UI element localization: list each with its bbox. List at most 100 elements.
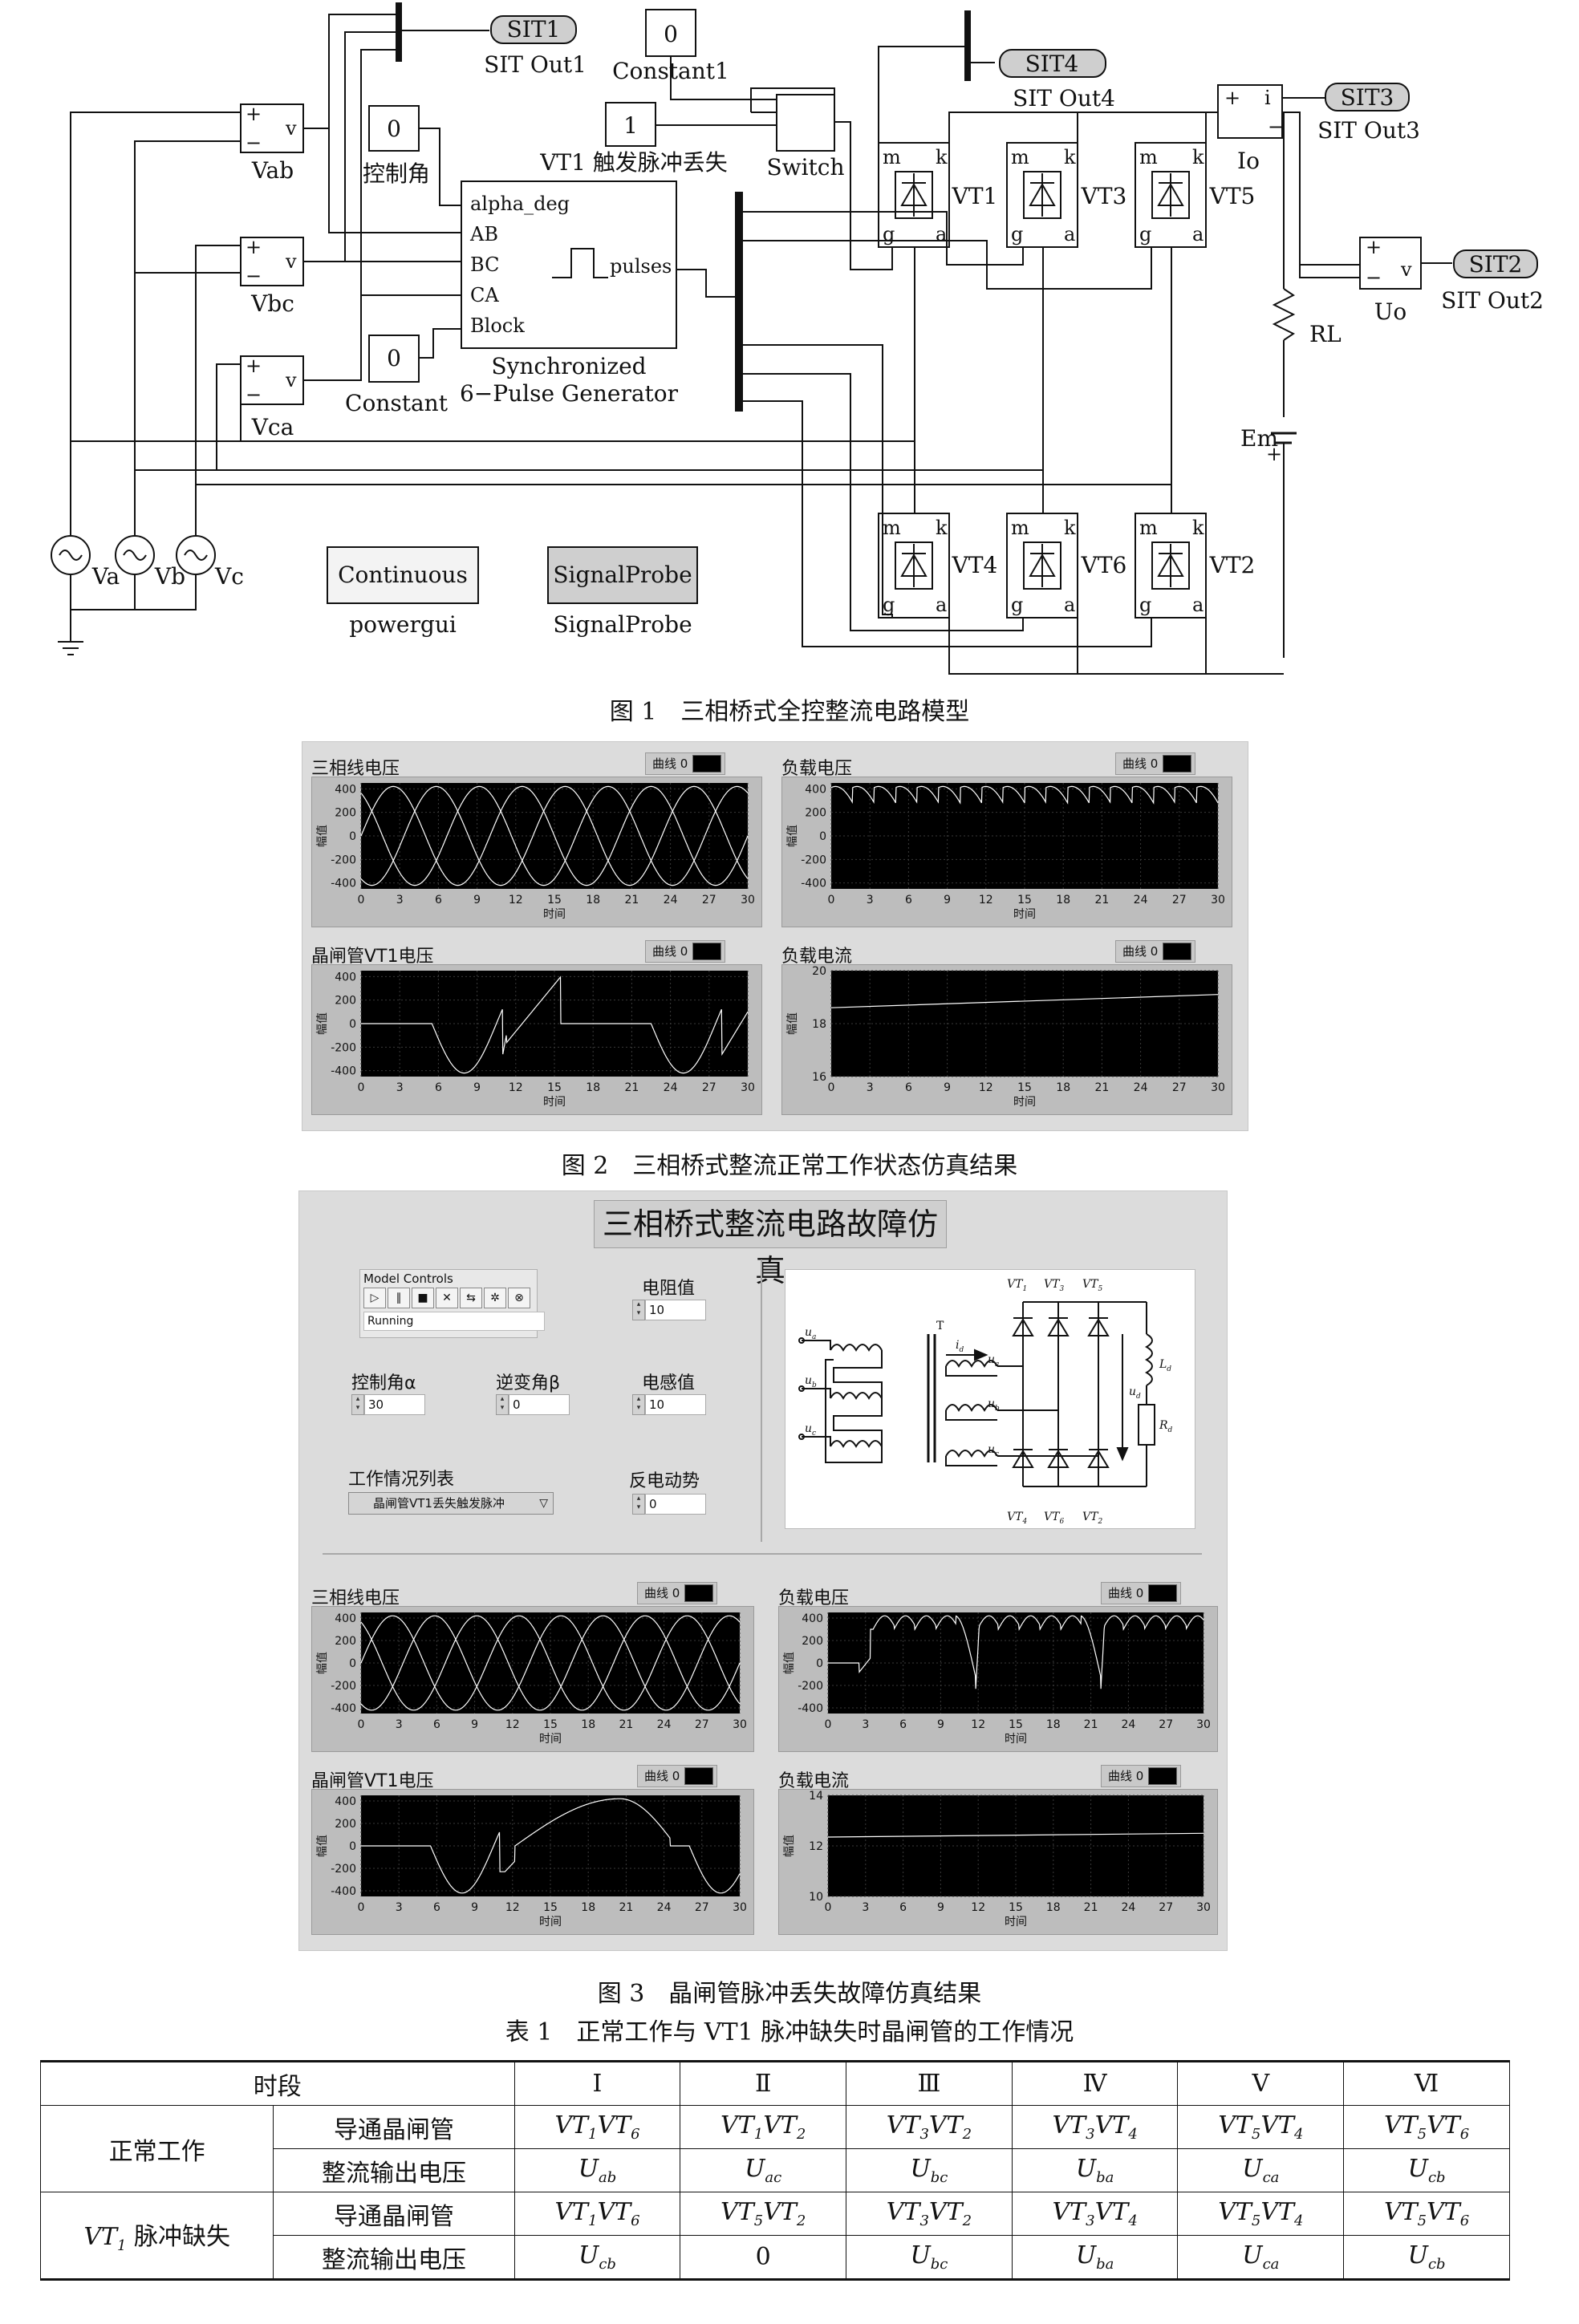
y-axis-label: 幅值: [786, 825, 799, 847]
sit3-port-label: SIT3: [1341, 84, 1394, 111]
graph-legend[interactable]: 曲线 0: [1101, 1765, 1182, 1787]
vt5-pin-a: a: [1192, 223, 1204, 245]
table-cell: Uab: [513, 2148, 681, 2192]
sit2-out-label: SIT Out2: [1441, 287, 1544, 314]
sch-vt6-label: VT: [1044, 1511, 1061, 1523]
sch-rd-sub: d: [1168, 1426, 1173, 1434]
vt6-label: VT6: [1081, 552, 1127, 578]
svg-text:VT1: VT1: [1007, 1278, 1027, 1293]
graph-legend-label: 曲线 0: [1108, 1586, 1144, 1600]
control-angle-value[interactable]: 30: [364, 1394, 425, 1415]
header-col: Ⅰ: [513, 2061, 681, 2106]
vt1-pin-a: a: [936, 223, 947, 245]
x-tick-label: 27: [702, 894, 716, 906]
vc-label: Vc: [214, 563, 244, 590]
spinner-icon[interactable]: ▴▾: [632, 1300, 645, 1320]
x-tick-label: 6: [899, 1718, 907, 1731]
legend-swatch-icon: [692, 943, 722, 960]
sch-vt3-label: VT: [1044, 1278, 1061, 1291]
x-tick-label: 30: [1211, 1081, 1225, 1094]
inverter-angle-label: 逆变角β: [496, 1373, 561, 1393]
control-angle-control[interactable]: ▴▾ 30: [351, 1394, 425, 1415]
x-tick-label: 15: [547, 1081, 562, 1094]
table-cell: VT3VT4: [1011, 2192, 1179, 2236]
inductance-control[interactable]: ▴▾ 10: [632, 1394, 706, 1415]
back-emf-control[interactable]: ▴▾ 0: [632, 1494, 706, 1515]
io-minus: −: [1268, 116, 1284, 138]
table-cell: VT5VT6: [1343, 2105, 1510, 2149]
graph-legend[interactable]: 曲线 0: [637, 1765, 718, 1787]
run-icon[interactable]: ▷: [363, 1288, 386, 1308]
figure-2-caption: 图 2 三相桥式整流正常工作状态仿真结果: [561, 1152, 1018, 1180]
y-tick-label: 200: [335, 1635, 356, 1648]
vbc-label: Vbc: [250, 290, 294, 317]
model-controls-title: Model Controls: [363, 1272, 453, 1286]
ctrl-angle-label: 控制角: [363, 160, 430, 187]
table-1-caption: 表 1 正常工作与 VT1 脉冲缺失时晶闸管的工作情况: [505, 2018, 1074, 2046]
vt4-pin-g: g: [883, 594, 895, 616]
spinner-icon[interactable]: ▴▾: [351, 1394, 364, 1415]
graph-legend[interactable]: 曲线 0: [1101, 1582, 1182, 1604]
graph-legend-label: 曲线 0: [652, 756, 688, 771]
vb-label: Vb: [154, 563, 185, 590]
resistance-control[interactable]: ▴▾ 10: [632, 1300, 706, 1320]
pause-icon[interactable]: ∥: [388, 1288, 410, 1308]
graph-legend-label: 曲线 0: [644, 1769, 680, 1783]
sit3-out-label: SIT Out3: [1317, 117, 1420, 144]
sch-id-sub: d: [959, 1346, 964, 1354]
swap-icon[interactable]: ⇆: [460, 1288, 482, 1308]
header-period: 时段: [40, 2061, 515, 2106]
x-tick-label: 18: [581, 1901, 595, 1914]
y-tick-label: -200: [331, 1680, 356, 1693]
spinner-icon[interactable]: ▴▾: [632, 1394, 645, 1415]
dropdown-arrow-icon[interactable]: ▽: [539, 1497, 548, 1510]
io-label: Io: [1237, 148, 1260, 174]
sch-vt1-sub: 1: [1022, 1285, 1027, 1293]
x-tick-label: 27: [702, 1081, 716, 1094]
y-tick-label: 18: [812, 1018, 826, 1031]
stop-icon[interactable]: ■: [412, 1288, 434, 1308]
vt6-pin-a: a: [1064, 594, 1075, 616]
va-label: Va: [91, 563, 120, 590]
close-circle-icon[interactable]: ⊗: [508, 1288, 530, 1308]
uo-label: Uo: [1374, 298, 1406, 325]
graph-legend[interactable]: 曲线 0: [637, 1582, 718, 1604]
y-tick-label: -200: [801, 854, 826, 866]
work-list-dropdown[interactable]: 晶闸管VT1丢失触发脉冲 ▽: [348, 1492, 554, 1515]
table-cell: Uba: [1011, 2235, 1179, 2280]
resistance-value[interactable]: 10: [645, 1300, 706, 1320]
inductance-value[interactable]: 10: [645, 1394, 706, 1415]
series-line: [361, 975, 749, 1074]
vt3-pin-a: a: [1064, 223, 1075, 245]
graph-legend[interactable]: 曲线 0: [645, 752, 726, 775]
graph-legend[interactable]: 曲线 0: [1115, 752, 1196, 775]
x-tick-label: 6: [905, 1081, 912, 1094]
graph-legend[interactable]: 曲线 0: [645, 940, 726, 963]
y-axis-label: 幅值: [316, 1012, 329, 1035]
x-axis-label: 时间: [539, 1916, 562, 1929]
svg-text:ub: ub: [988, 1397, 1000, 1413]
y-tick-label: 0: [816, 1657, 823, 1670]
tools-icon[interactable]: ✲: [484, 1288, 506, 1308]
y-tick-label: 16: [812, 1071, 826, 1084]
sch-ld-label: L: [1159, 1358, 1167, 1371]
io-plus: +: [1224, 87, 1240, 109]
clear-icon[interactable]: ✕: [436, 1288, 458, 1308]
x-tick-label: 9: [937, 1718, 944, 1731]
spinner-icon[interactable]: ▴▾: [496, 1394, 509, 1415]
inverter-angle-value[interactable]: 0: [509, 1394, 570, 1415]
graph-legend[interactable]: 曲线 0: [1115, 940, 1196, 963]
x-tick-label: 0: [825, 1901, 832, 1914]
graph-title: 负载电压: [781, 759, 853, 779]
x-tick-label: 21: [619, 1901, 633, 1914]
spinner-icon[interactable]: ▴▾: [632, 1494, 645, 1515]
svg-text:Rd: Rd: [1159, 1419, 1173, 1434]
inverter-angle-control[interactable]: ▴▾ 0: [496, 1394, 570, 1415]
x-tick-label: 18: [586, 1081, 600, 1094]
series-line: [361, 1798, 741, 1894]
uo-port-v: v: [1400, 258, 1412, 281]
back-emf-value[interactable]: 0: [645, 1494, 706, 1515]
x-tick-label: 15: [1017, 894, 1032, 906]
